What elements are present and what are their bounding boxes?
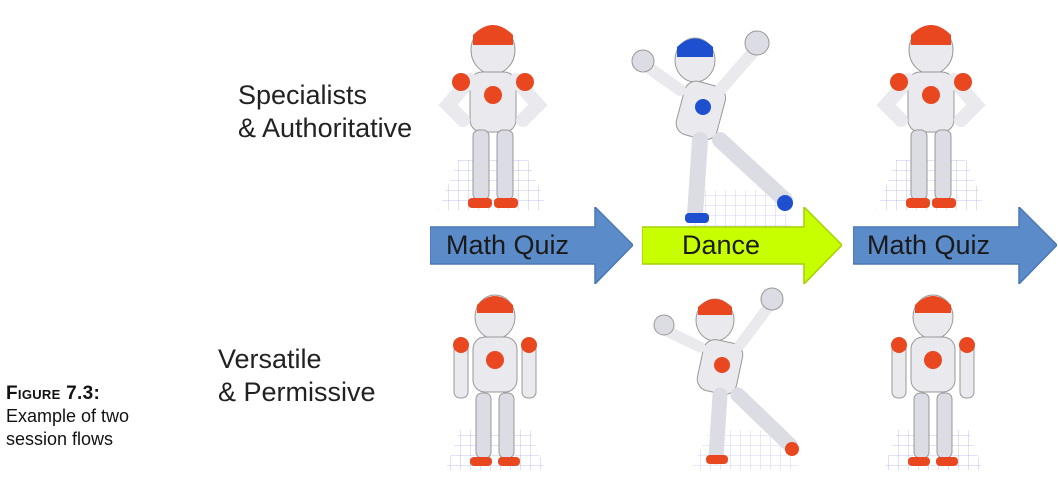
arrow-dance: Dance — [642, 207, 842, 284]
row-label-line: & Authoritative — [238, 113, 413, 143]
robot-standing-orange-top-2 — [876, 25, 986, 210]
robot-dancing-blue — [631, 30, 795, 235]
arrow-label: Math Quiz — [446, 230, 570, 260]
robot-standing-orange-top-1 — [438, 25, 548, 210]
row-label-line: & Permissive — [218, 377, 376, 407]
figure-caption: Figure 7.3: Example of two session flows — [6, 383, 206, 451]
arrow-label: Math Quiz — [867, 230, 991, 260]
row-label-specialists: Specialists & Authoritative — [238, 79, 412, 145]
row-label-versatile: Versatile & Permissive — [218, 343, 376, 409]
arrow-shape — [642, 207, 842, 284]
row-label-line: Specialists — [238, 80, 368, 110]
row-label-line: Versatile — [218, 344, 322, 374]
robot-standing-orange-bottom-1 — [445, 294, 545, 470]
arrow-math-quiz-2: Math Quiz — [853, 207, 1057, 284]
robot-standing-orange-bottom-2 — [883, 294, 983, 470]
robot-dancing-orange — [653, 287, 800, 470]
arrow-shape — [853, 207, 1057, 284]
arrow-shape — [430, 207, 633, 284]
figure-label: Figure 7.3: — [6, 383, 101, 404]
caption-line: Example of two — [6, 406, 130, 426]
arrow-label: Dance — [682, 230, 761, 260]
arrow-math-quiz-1: Math Quiz — [430, 207, 633, 284]
caption-line: session flows — [6, 429, 114, 449]
